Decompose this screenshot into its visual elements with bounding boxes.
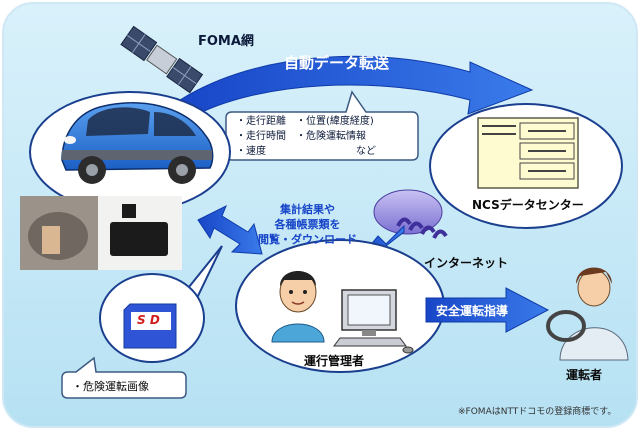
onboard-device-photos [20,196,182,270]
server-document-icon [477,117,579,189]
auto-transfer-arrow [179,55,534,119]
internet-label: インターネット [424,256,509,270]
reports-double-arrow [197,204,263,255]
data-center-label: NCSデータセンター [472,198,584,212]
sd-card-label [131,312,171,330]
driver-label: 運転者 [566,368,603,382]
smart-car-icon [61,102,214,184]
reports-line: 集計結果や [280,203,335,216]
computer-icon [333,289,414,354]
vehicle-data-list: ・走行距離 ・位置(緯度経度) ・走行時間 ・危険運転情報 ・速度 など [236,114,376,159]
vehicle-data-line: ・走行時間 ・危険運転情報 [236,131,366,142]
foma-network-label: FOMA網 [198,34,254,49]
safe-driving-arrow [425,287,550,333]
driver-person-icon [546,267,629,361]
reports-line: 閲覧・ダウンロード [258,233,357,246]
sd-caption-callout [61,356,187,399]
vehicle-data-line: ・走行距離 ・位置(緯度経度) [236,116,374,127]
footnote: ※FOMAはNTTドコモの登録商標です。 [458,407,617,417]
manager-label: 運行管理者 [304,354,365,368]
sd-caption: ・危険運転画像 [72,380,149,393]
vehicle-data-line: ・速度 など [236,146,376,157]
manager-person-icon [271,271,325,343]
reports-text: 集計結果や 各種帳票類を 閲覧・ダウンロード [258,202,357,247]
reports-line: 各種帳票類を [274,218,341,231]
sd-card-text: S D [137,313,160,327]
auto-transfer-label: 自動データ転送 [284,54,390,72]
safe-driving-label: 安全運転指導 [436,304,509,318]
satellite-icon [120,25,204,94]
vehicle-data-callout [225,90,419,161]
